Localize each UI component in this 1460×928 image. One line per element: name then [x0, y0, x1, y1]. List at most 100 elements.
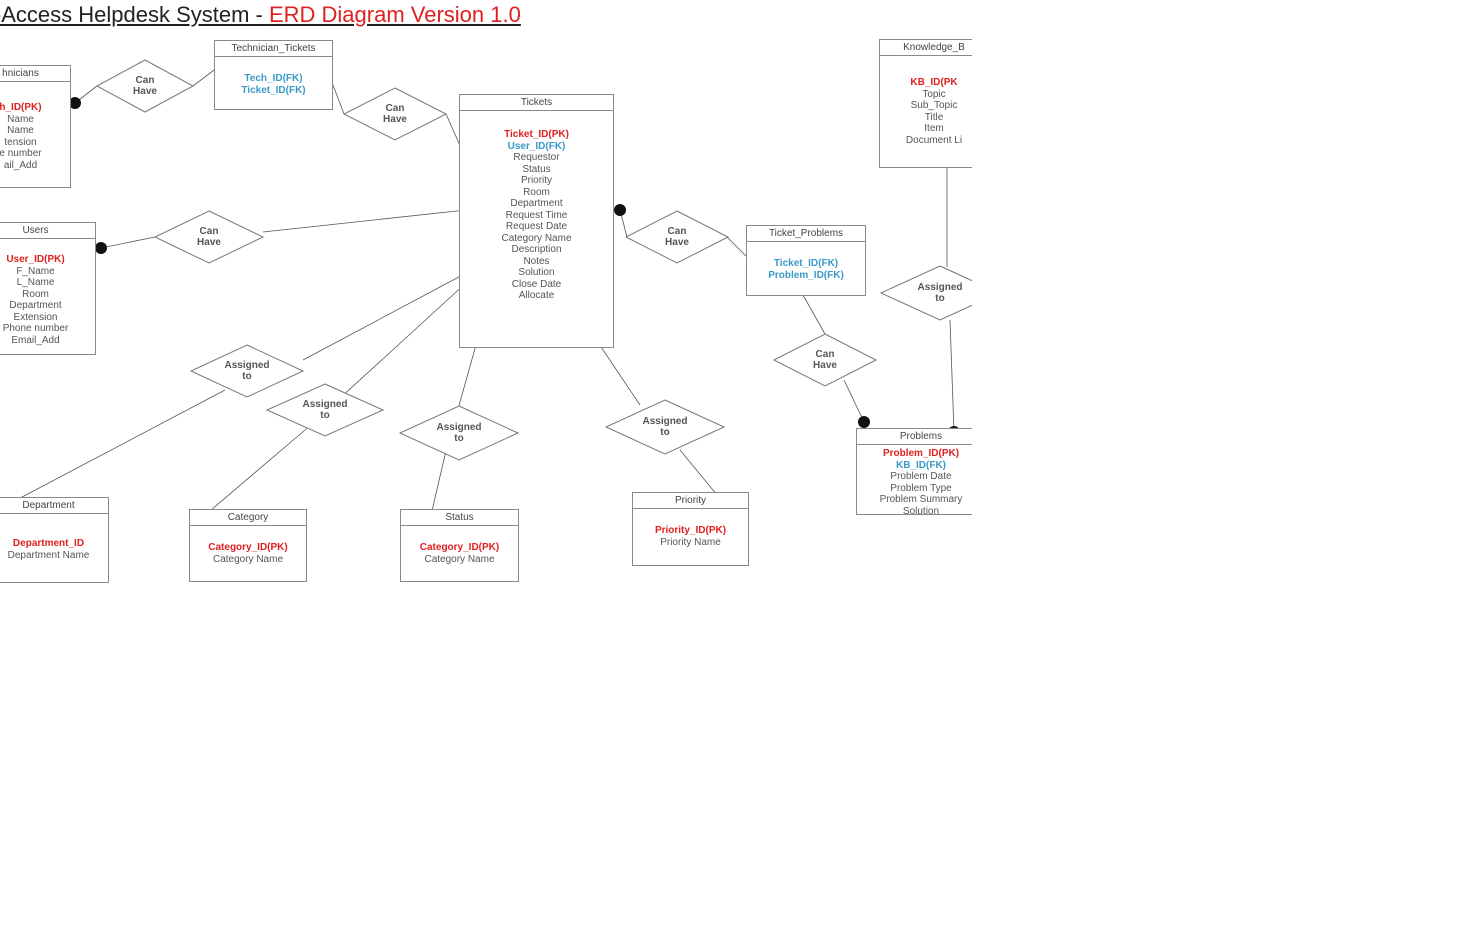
- entity-attribute: Name: [7, 113, 34, 125]
- entity-name: Ticket_Problems: [747, 226, 865, 242]
- relationship-diamond: [772, 333, 878, 387]
- connector-line: [100, 236, 156, 249]
- relationship-diamond: [342, 87, 448, 141]
- entity-attribute: User_ID(FK): [507, 140, 566, 152]
- connector-line: [262, 209, 467, 233]
- title-main: lti-Access Helpdesk System -: [0, 2, 269, 27]
- connector-line: [203, 429, 306, 517]
- cardinality-dot: [614, 204, 626, 216]
- relationship-diamond: [398, 405, 520, 461]
- entity-attribute: Ticket_ID(PK): [504, 129, 569, 140]
- entity-attribute: Title: [924, 111, 944, 123]
- relationship-label: Have: [133, 86, 157, 97]
- relationship-diamond: [95, 59, 195, 113]
- canvas-clip-area: [972, 0, 1460, 928]
- relationship-label: to: [242, 371, 251, 382]
- entity-attribute: Problem_ID(FK): [768, 269, 844, 281]
- entity-attribute: Description: [511, 244, 562, 255]
- entity-attribute: Category Name: [424, 553, 495, 565]
- connector-line: [843, 379, 865, 423]
- relationship-label: Have: [383, 114, 407, 125]
- entity-name: Knowledge_B: [880, 40, 988, 56]
- entity-attribute: Email_Add: [11, 334, 60, 346]
- entity-name: Problems: [857, 429, 985, 445]
- entity-attribute: Category Name: [501, 232, 572, 244]
- entity-attribute: Priority Name: [660, 536, 721, 548]
- cardinality-dot: [858, 416, 870, 428]
- connector-line: [949, 319, 955, 433]
- entity-name: Tickets: [460, 95, 613, 111]
- entity-attribute: Room: [523, 186, 550, 198]
- entity-attribute: Phone number: [2, 323, 69, 334]
- entity-name: Technician_Tickets: [215, 41, 332, 57]
- entity-attribute: Category Name: [212, 553, 284, 565]
- entity-name: Department: [0, 498, 108, 514]
- cardinality-dot: [95, 242, 107, 254]
- diagram-title: lti-Access Helpdesk System - ERD Diagram…: [0, 0, 521, 30]
- relationship-label: to: [320, 410, 329, 421]
- entity-name: Users: [0, 223, 95, 239]
- relationship-label: Have: [197, 237, 221, 248]
- entity-attribute: Priority: [520, 175, 553, 186]
- entity-attribute: Solution: [518, 267, 555, 278]
- entity-attribute: Ticket_ID(FK): [773, 258, 839, 269]
- relationship-label: Can: [668, 226, 687, 237]
- relationship-label: Can: [386, 103, 405, 114]
- relationship-label: Assigned: [642, 416, 687, 427]
- entity-attribute: Department: [510, 198, 563, 209]
- relationship-label: to: [454, 433, 463, 444]
- relationship-diamond: [265, 383, 385, 437]
- entity-attribute: Category_ID(PK): [419, 542, 500, 553]
- entity-name: hnicians: [0, 66, 70, 82]
- entity-name: Category: [190, 510, 306, 526]
- entity-attribute: Request Time: [505, 209, 568, 221]
- entity-attribute: h_ID(PK): [0, 102, 42, 113]
- entity-attribute: F_Name: [16, 265, 55, 277]
- entity-attribute: ail_Add: [3, 159, 38, 171]
- relationship-label: to: [935, 293, 944, 304]
- relationship-label: Assigned: [436, 422, 481, 433]
- entity-attribute: Notes: [523, 255, 550, 267]
- relationship-label: Can: [200, 226, 219, 237]
- relationship-label: Can: [816, 349, 835, 360]
- entity-attribute: Topic: [922, 88, 946, 100]
- relationship-diamond: [189, 344, 305, 398]
- entity-attribute: Problem Type: [890, 482, 952, 494]
- relationship-label: Can: [136, 75, 155, 86]
- entity-attribute: Solution: [902, 505, 940, 517]
- connector-line: [4, 389, 226, 507]
- relationship-label: to: [660, 427, 669, 438]
- relationship-diamond: [624, 210, 730, 264]
- entity-attribute: Category_ID(PK): [208, 542, 288, 553]
- entity-name: Priority: [633, 493, 748, 509]
- entity-attribute: Department Name: [7, 549, 90, 561]
- entity-attribute: Status: [522, 163, 551, 175]
- entity-attribute: Ticket_ID(FK): [241, 84, 306, 96]
- entity-attribute: Priority_ID(PK): [654, 525, 727, 536]
- entity-attribute: Document Li: [905, 134, 963, 146]
- entity-attribute: Problem Summary: [879, 494, 963, 505]
